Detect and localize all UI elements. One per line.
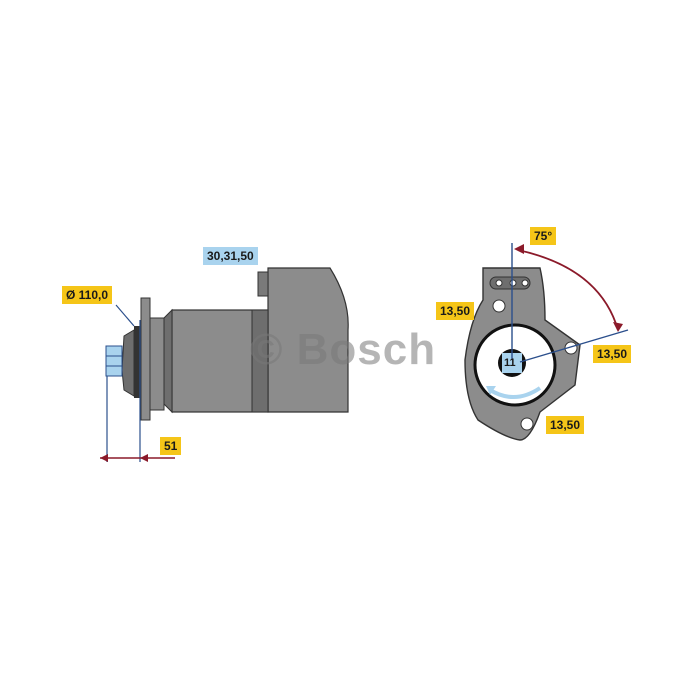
- connector-terminal-label: 30,31,50: [203, 247, 258, 265]
- pinion-offset-label: 51: [160, 437, 182, 455]
- hole-diameter-label-2: 13,50: [593, 345, 632, 363]
- side-view: [100, 267, 349, 462]
- flange-diameter-label: Ø 110,0: [62, 286, 113, 304]
- hole-diameter-label-1: 13,50: [436, 302, 475, 320]
- pinion-teeth-label: 11: [504, 357, 516, 369]
- hole-diameter-label-3: 13,50: [546, 416, 585, 434]
- front-view: [464, 243, 629, 441]
- mounting-angle-label: 75°: [530, 227, 557, 245]
- watermark: © Bosch: [250, 325, 437, 374]
